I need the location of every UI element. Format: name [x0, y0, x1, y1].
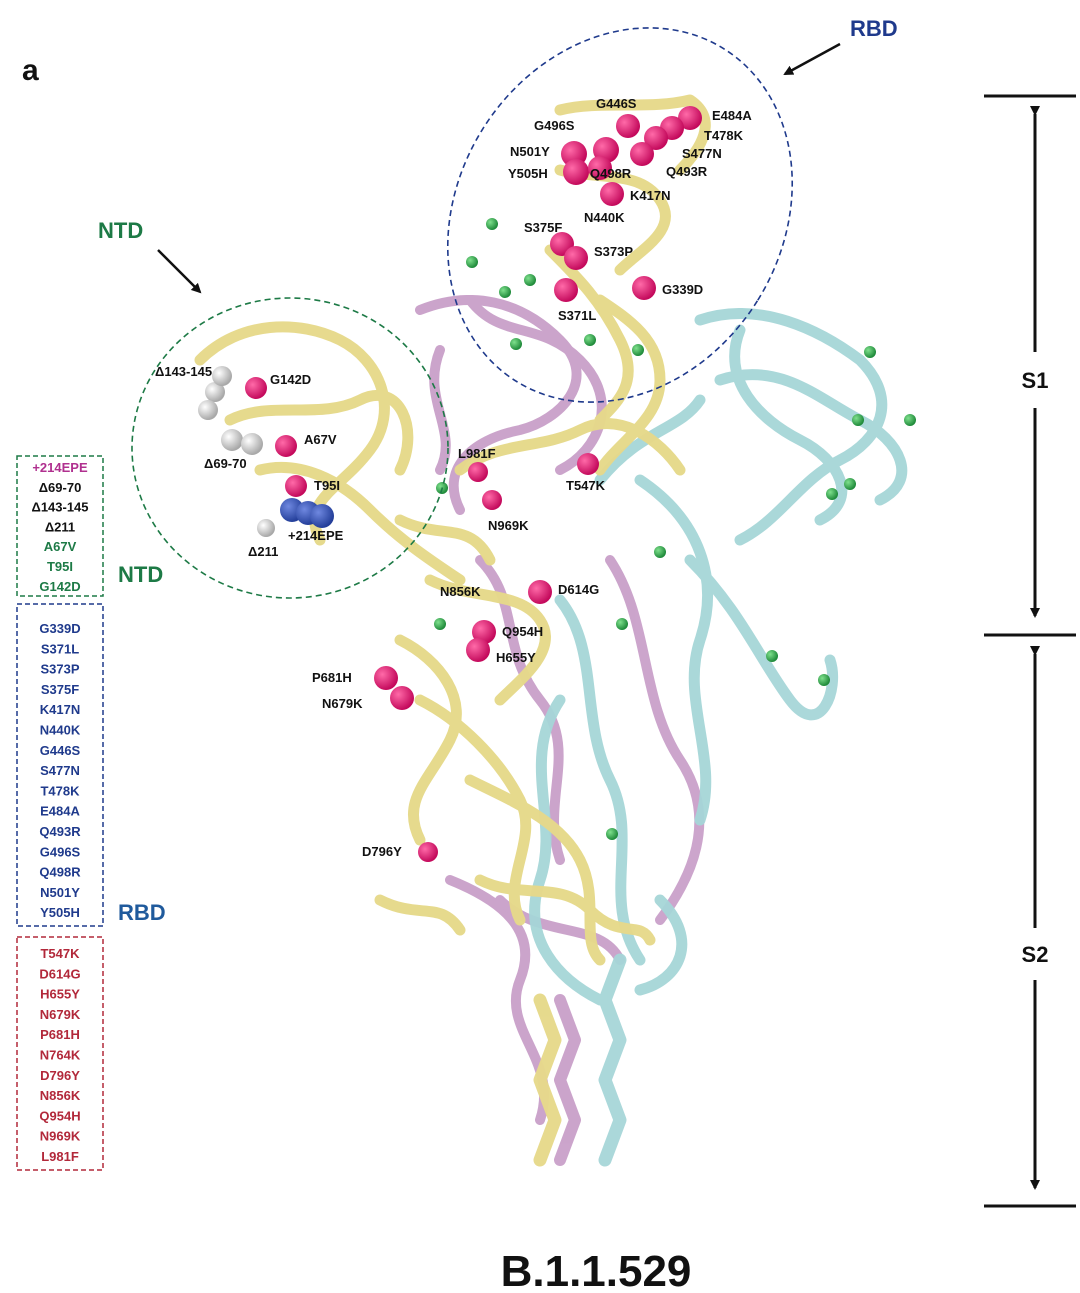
panel-letter: a — [22, 54, 39, 87]
structure-label: D796Y — [362, 844, 402, 859]
legend-ntd-item: A67V — [44, 539, 77, 554]
legend-rbd-item: N501Y — [40, 885, 80, 900]
structure-label: T547K — [566, 478, 606, 493]
structure-label: K417N — [630, 188, 670, 203]
structure-label: D614G — [558, 582, 599, 597]
structure-label: E484A — [712, 108, 752, 123]
structure-labels: G446S E484A G496S T478K N501Y S477N Y505… — [155, 96, 752, 859]
legend-ntd-item: T95I — [47, 559, 73, 574]
legend-other-item: N856K — [40, 1088, 81, 1103]
legend-other-item: H655Y — [40, 987, 80, 1002]
legend-rbd-box — [16, 603, 104, 927]
structure-label: G339D — [662, 282, 703, 297]
legend-rbd-label: RBD — [118, 900, 166, 925]
structure-label: N679K — [322, 696, 363, 711]
legend-ntd-label: NTD — [118, 562, 163, 587]
variant-name: B.1.1.529 — [501, 1247, 692, 1293]
legend-other-item: L981F — [41, 1149, 79, 1164]
legend-other-item: N969K — [40, 1129, 81, 1144]
chain-c-ribbon — [529, 308, 908, 1167]
legend-ntd-item: Δ143-145 — [31, 500, 88, 515]
structure-label: T95I — [314, 478, 340, 493]
ntd-pointer-arrow — [157, 249, 202, 294]
legend-other-list: T547K D614G H655Y N679K P681H N764K D796Y N856K… — [39, 946, 80, 1164]
structure-label: P681H — [312, 670, 352, 685]
legend-other-item: N679K — [40, 1007, 81, 1022]
legend-other-box — [16, 936, 104, 1171]
legend-rbd-item: S371L — [41, 641, 79, 656]
legend-rbd-item: S373P — [40, 662, 79, 677]
insertion-spheres — [280, 498, 334, 528]
structure-label: T478K — [704, 128, 744, 143]
structure-label: +214EPE — [288, 528, 344, 543]
rbd-pointer-arrow — [783, 42, 841, 76]
structure-label: N501Y — [510, 144, 550, 159]
legend-other-item: N764K — [40, 1048, 81, 1063]
structure-label: S375F — [524, 220, 562, 235]
legend-ntd-box — [16, 455, 104, 597]
legend-ntd-item: Δ69-70 — [39, 480, 82, 495]
legend-rbd-item: S375F — [41, 682, 79, 697]
structure-label: A67V — [304, 432, 337, 447]
rbd-region-label: RBD — [850, 16, 898, 41]
structure-label: Q493R — [666, 164, 708, 179]
structure-label: Q954H — [502, 624, 543, 639]
legend-rbd-item: G446S — [40, 743, 81, 758]
structure-label: N969K — [488, 518, 529, 533]
ntd-region-label: NTD — [98, 218, 143, 243]
legend-rbd-item: E484A — [40, 804, 80, 819]
s2-label: S2 — [1022, 942, 1049, 967]
structure-label: Δ211 — [248, 544, 278, 559]
subunit-scale — [984, 94, 1076, 1208]
legend-rbd-item: Q493R — [39, 824, 81, 839]
ntd-region-outline — [131, 297, 449, 599]
structure-label: Δ143-145 — [155, 364, 212, 379]
legend-rbd-item: S477N — [40, 763, 80, 778]
structure-label: G142D — [270, 372, 311, 387]
legend-other-item: P681H — [40, 1027, 80, 1042]
legend-rbd-item: G339D — [39, 621, 80, 636]
legend-ntd-item: +214EPE — [32, 460, 88, 475]
legend-other-item: D796Y — [40, 1068, 80, 1083]
legend-rbd-item: Y505H — [40, 905, 80, 920]
legend-rbd-item: K417N — [40, 702, 80, 717]
legend-rbd-item: G496S — [40, 844, 81, 859]
structure-label: G496S — [534, 118, 575, 133]
rbd-region-outline — [446, 27, 794, 403]
structure-label: L981F — [458, 446, 496, 461]
structure-label: S371L — [558, 308, 596, 323]
legend-ntd-item: G142D — [39, 579, 80, 594]
structure-label: S373P — [594, 244, 633, 259]
structure-label: N440K — [584, 210, 625, 225]
legend-rbd-item: Q498R — [39, 865, 81, 880]
legend-rbd-item: N440K — [40, 723, 81, 738]
structure-label: G446S — [596, 96, 637, 111]
chain-a-ribbon — [194, 94, 711, 1167]
deletion-spheres — [198, 366, 275, 537]
mutation-spheres — [245, 106, 702, 862]
structure-label: Y505H — [508, 166, 548, 181]
protein-ribbon-structure — [194, 94, 908, 1167]
legend-rbd-item: T478K — [40, 783, 80, 798]
legend-other-item: D614G — [39, 966, 80, 981]
s1-label: S1 — [1022, 368, 1049, 393]
legend-ntd-item: Δ211 — [45, 519, 75, 534]
legend-other-item: Q954H — [39, 1108, 80, 1123]
structure-label: H655Y — [496, 650, 536, 665]
structure-label: S477N — [682, 146, 722, 161]
structure-label: Δ69-70 — [204, 456, 247, 471]
legend-other-item: T547K — [40, 946, 80, 961]
legend-rbd-list: G339D S371L S373P S375F K417N N440K G446S S477N… — [39, 621, 81, 920]
structure-label: Q498R — [590, 166, 632, 181]
structure-label: N856K — [440, 584, 481, 599]
